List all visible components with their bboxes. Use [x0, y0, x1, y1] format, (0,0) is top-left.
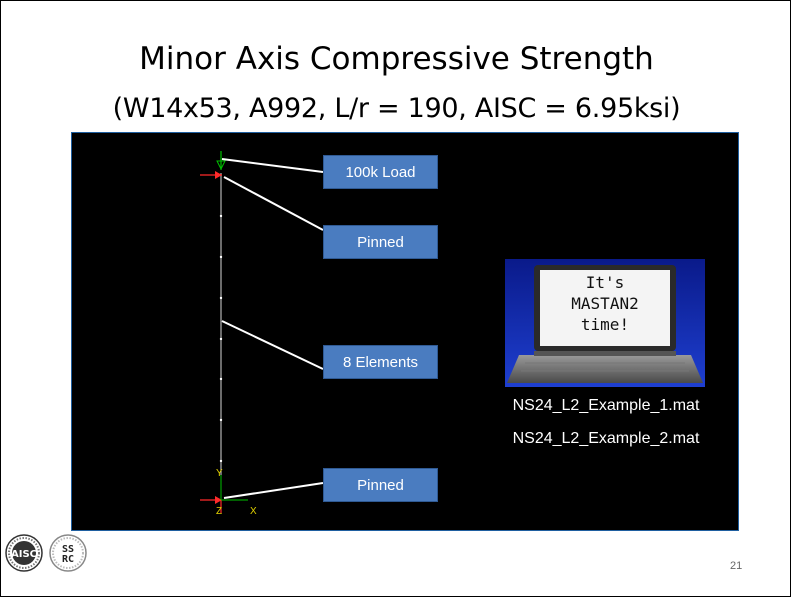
- aisc-logo-text: AISC: [11, 549, 37, 560]
- leader-pinned-bottom: [223, 482, 324, 499]
- node: [219, 296, 223, 300]
- ssrc-logo-text-2: RC: [62, 554, 74, 565]
- laptop-image: It's MASTAN2 time!: [505, 259, 705, 387]
- node: [219, 255, 223, 259]
- slide-subtitle: (W14x53, A992, L/r = 190, AISC = 6.95ksi…: [112, 93, 681, 124]
- leader-load: [221, 158, 324, 173]
- leader-elements: [221, 320, 324, 370]
- bottom-support-icon: [200, 496, 222, 513]
- load-arrow-icon: [216, 151, 226, 171]
- node: [219, 377, 223, 381]
- ssrc-logo-text-1: SS: [62, 544, 74, 555]
- laptop-icon: [505, 259, 705, 387]
- axis-label-y: Y: [216, 468, 223, 479]
- axis-triad-icon: [220, 475, 248, 501]
- callout-leaders: [221, 158, 324, 499]
- ssrc-logo: SS RC: [49, 534, 87, 572]
- node: [219, 418, 223, 422]
- laptop-text-line3: time!: [580, 315, 630, 334]
- callout-pinned-bottom: Pinned: [323, 468, 438, 502]
- axis-label-z: Z: [216, 506, 222, 517]
- page-number: 21: [730, 560, 743, 572]
- leader-pinned-top: [223, 176, 324, 231]
- callout-elements: 8 Elements: [323, 345, 438, 379]
- aisc-seal-icon: AISC: [5, 534, 43, 572]
- file-link-2[interactable]: NS24_L2_Example_2.mat: [512, 430, 700, 447]
- node: [219, 337, 223, 341]
- laptop-text-line1: It's: [585, 273, 625, 292]
- file-link-1[interactable]: NS24_L2_Example_1.mat: [512, 397, 700, 414]
- aisc-logo: AISC: [5, 534, 43, 572]
- slide-title: Minor Axis Compressive Strength: [139, 41, 654, 77]
- node: [219, 214, 223, 218]
- axis-label-x: X: [250, 506, 257, 517]
- element-nodes: [219, 214, 223, 463]
- model-drawing: Y Z X: [200, 151, 324, 517]
- top-support-icon: [200, 171, 222, 179]
- ssrc-seal-icon: SS RC: [49, 534, 87, 572]
- callout-load: 100k Load: [323, 155, 438, 189]
- laptop-text-line2: MASTAN2: [571, 294, 639, 313]
- callout-pinned-top: Pinned: [323, 225, 438, 259]
- node: [219, 459, 223, 463]
